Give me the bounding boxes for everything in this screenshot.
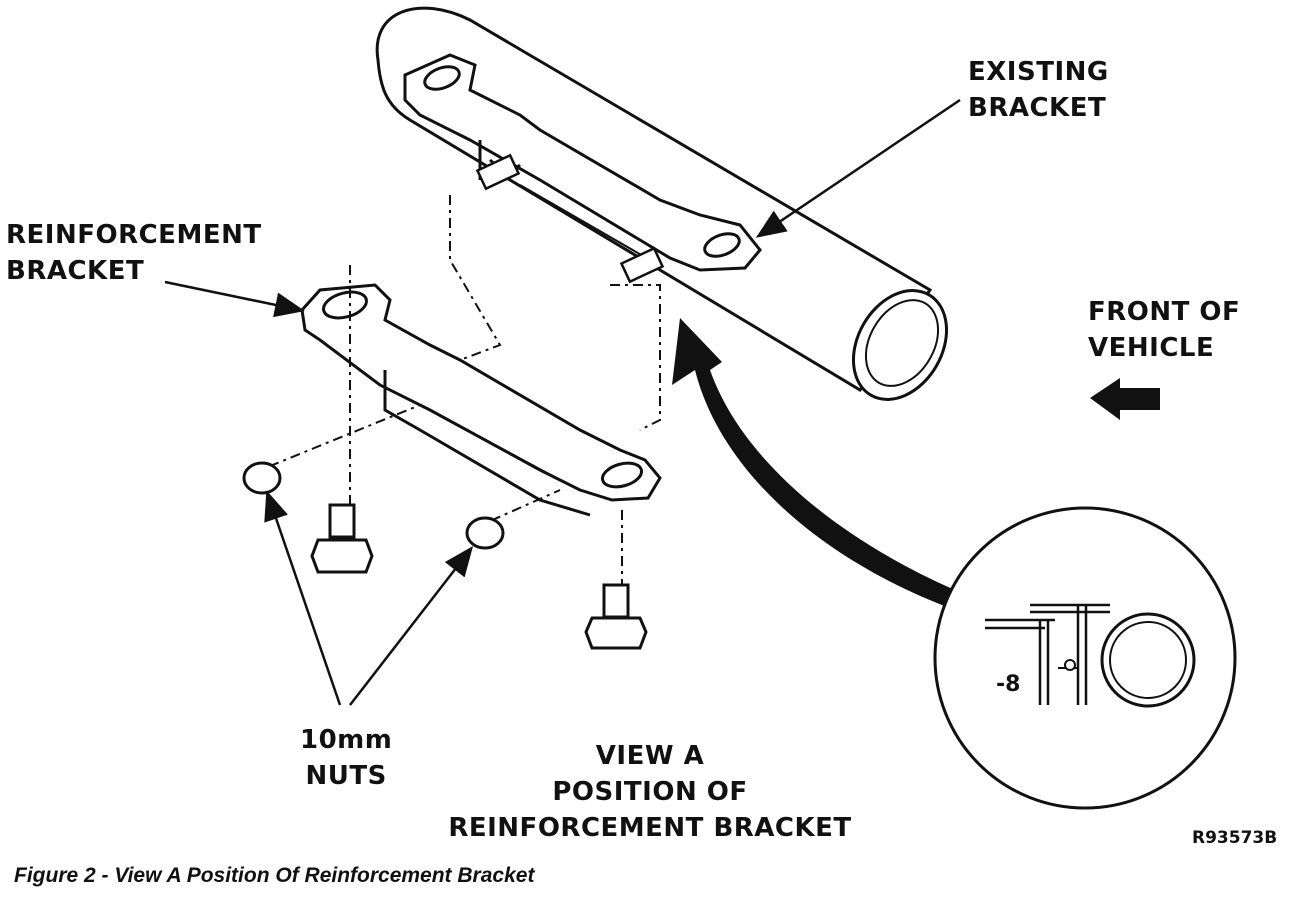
detail-pointer-arrow xyxy=(672,318,955,610)
existing-bracket-label: EXISTING BRACKET xyxy=(968,54,1109,126)
view-a-title-line2: POSITION OF xyxy=(552,777,748,807)
figure-code: R93573B xyxy=(1192,828,1278,848)
nuts-label: 10mm NUTS xyxy=(300,722,392,794)
nuts-label-line1: 10mm xyxy=(300,725,393,755)
detail-mark: -8 xyxy=(996,672,1021,697)
detail-view-circle xyxy=(933,506,1237,810)
stud xyxy=(475,153,665,284)
view-a-title-line3: REINFORCEMENT BRACKET xyxy=(448,813,852,843)
front-of-vehicle-label: FRONT OF VEHICLE xyxy=(1088,294,1240,366)
front-arrow-icon xyxy=(1090,378,1160,420)
existing-bracket-label-line2: BRACKET xyxy=(968,93,1107,123)
view-a-title: VIEW A POSITION OF REINFORCEMENT BRACKET xyxy=(442,738,858,846)
leader-arrows xyxy=(164,98,961,706)
nuts-label-line2: NUTS xyxy=(305,761,387,791)
reinforcement-bracket-label: REINFORCEMENT BRACKET xyxy=(6,217,262,289)
alignment-lines xyxy=(247,195,661,590)
bolt xyxy=(310,503,648,650)
existing-bracket-label-line1: EXISTING xyxy=(968,57,1109,87)
figure-caption: Figure 2 - View A Position Of Reinforcem… xyxy=(14,864,535,887)
front-of-vehicle-label-line2: VEHICLE xyxy=(1088,333,1215,363)
reinforcement-bracket xyxy=(300,283,662,517)
nut xyxy=(242,461,505,550)
reinforcement-bracket-label-line1: REINFORCEMENT xyxy=(6,220,262,250)
front-of-vehicle-label-line1: FRONT OF xyxy=(1088,297,1241,327)
reinforcement-bracket-label-line2: BRACKET xyxy=(6,256,145,286)
view-a-title-line1: VIEW A xyxy=(595,741,705,771)
existing-bracket xyxy=(403,53,762,272)
